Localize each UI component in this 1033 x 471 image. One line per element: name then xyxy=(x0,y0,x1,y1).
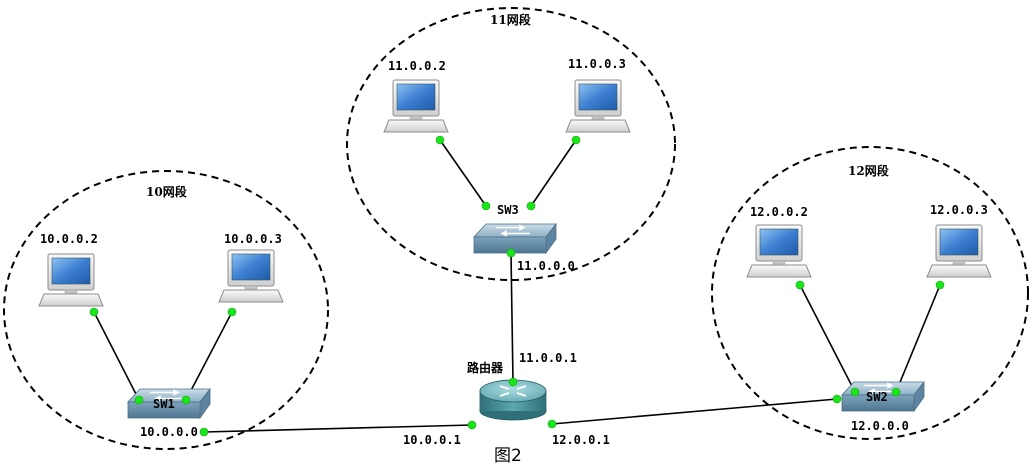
link-router-sw2 xyxy=(551,398,838,425)
link-h12a-sw2 xyxy=(799,284,856,393)
router-if12-label: 12.0.0.1 xyxy=(552,433,610,447)
host-12-0-0-3-label: 12.0.0.3 xyxy=(930,203,988,217)
host-10-0-0-2-pc-icon[interactable] xyxy=(38,253,104,307)
link-sw3-router xyxy=(510,252,514,383)
port-dot xyxy=(508,377,518,387)
ports xyxy=(89,135,945,437)
host-10-0-0-3-pc-icon[interactable] xyxy=(218,249,284,303)
sw3-label: SW3 xyxy=(497,203,519,217)
link-h12b-sw2 xyxy=(895,284,941,393)
link-h10b-sw1 xyxy=(185,311,233,401)
port-dot xyxy=(935,280,945,290)
port-dot xyxy=(481,201,491,211)
segment-12-label: 12网段 xyxy=(848,163,890,178)
port-dot xyxy=(571,135,581,145)
port-dot xyxy=(199,427,209,437)
segment-11-label: 11网段 xyxy=(490,12,532,27)
links xyxy=(93,139,941,433)
port-dot xyxy=(227,307,237,317)
sw2-label: SW2 xyxy=(866,390,888,404)
link-h11a-sw3 xyxy=(439,139,487,207)
segment-10-boundary xyxy=(3,170,329,450)
figure-caption: 图2 xyxy=(494,446,522,466)
segment-11-boundary xyxy=(346,7,676,281)
router-name-label: 路由器 xyxy=(467,360,504,375)
host-12-0-0-2-label: 12.0.0.2 xyxy=(750,205,808,219)
host-12-0-0-3-pc-icon[interactable] xyxy=(926,224,992,278)
router-icon[interactable] xyxy=(479,379,547,421)
host-11-0-0-2-label: 11.0.0.2 xyxy=(388,59,446,73)
host-11-0-0-3-pc-icon[interactable] xyxy=(565,79,631,133)
port-dot xyxy=(526,201,536,211)
port-dot xyxy=(832,394,842,404)
link-sw1-router xyxy=(203,424,473,433)
host-10-0-0-2-label: 10.0.0.2 xyxy=(40,232,98,246)
segment-12-boundary xyxy=(711,146,1029,440)
host-12-0-0-2-pc-icon[interactable] xyxy=(746,224,812,278)
router-if10-label: 10.0.0.1 xyxy=(403,433,461,447)
link-h11b-sw3 xyxy=(530,139,577,207)
host-10-0-0-3-label: 10.0.0.3 xyxy=(224,232,282,246)
host-11-0-0-3-label: 11.0.0.3 xyxy=(568,57,626,71)
host-11-0-0-2-pc-icon[interactable] xyxy=(383,79,449,133)
network-11-label: 11.0.0.0 xyxy=(517,259,575,273)
port-dot xyxy=(181,395,191,405)
sw1-label: SW1 xyxy=(153,397,175,411)
port-dot xyxy=(467,420,477,430)
port-dot xyxy=(89,307,99,317)
port-dot xyxy=(134,395,144,405)
router-if11-label: 11.0.0.1 xyxy=(519,351,577,365)
sw3-switch-icon[interactable] xyxy=(473,223,557,254)
port-dot xyxy=(547,419,557,429)
port-dot xyxy=(850,387,860,397)
segment-10-label: 10网段 xyxy=(146,184,188,199)
network-12-label: 12.0.0.0 xyxy=(851,419,909,433)
port-dot xyxy=(435,135,445,145)
link-h10a-sw1 xyxy=(93,311,140,401)
port-dot xyxy=(506,248,516,258)
network-10-label: 10.0.0.0 xyxy=(140,425,198,439)
port-dot xyxy=(891,387,901,397)
port-dot xyxy=(795,280,805,290)
